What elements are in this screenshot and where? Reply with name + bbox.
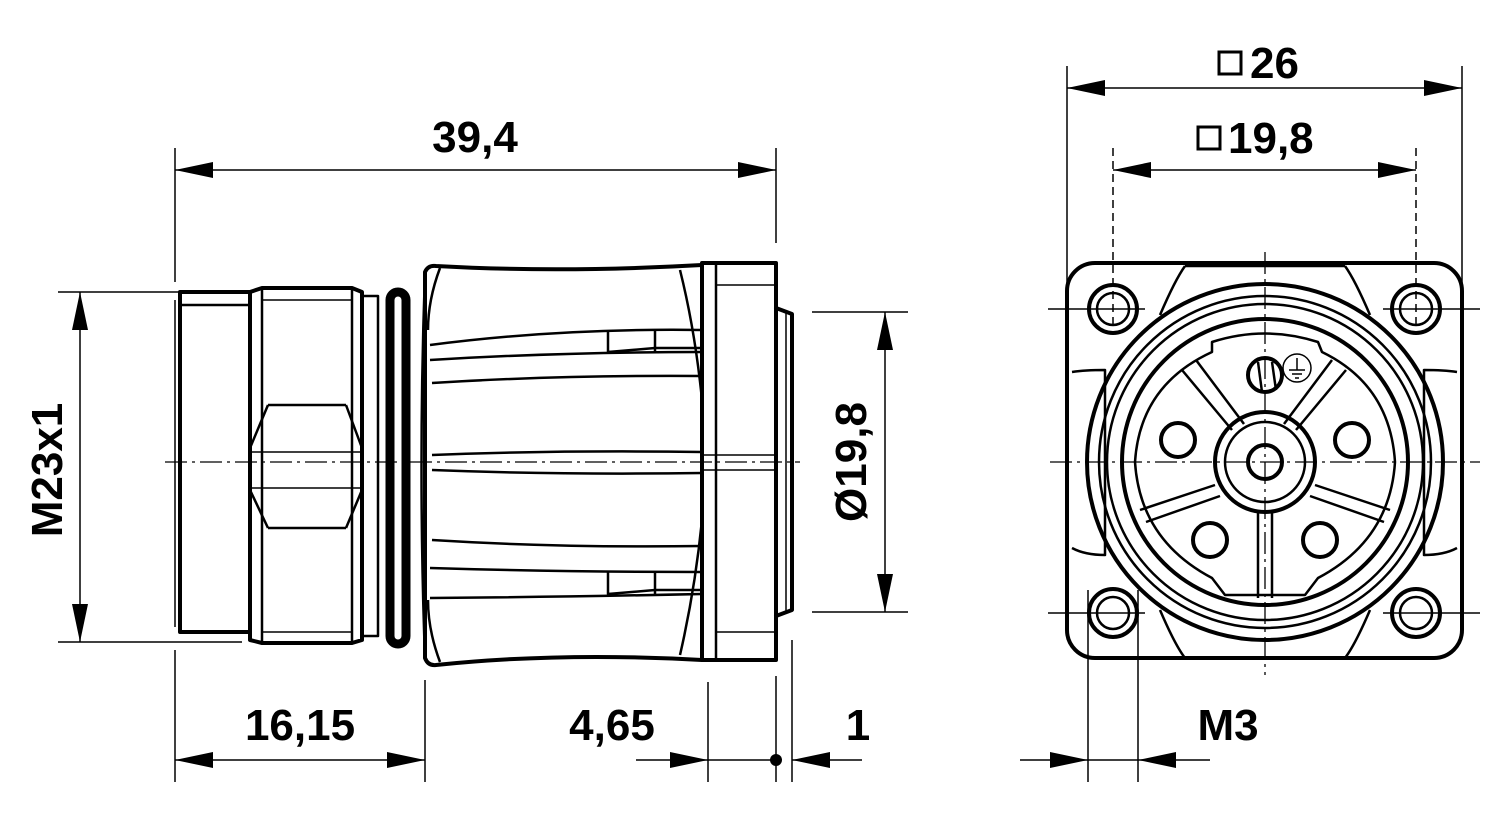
o-ring [385, 287, 411, 649]
dim-flange-thickness-label: 1 [846, 701, 870, 750]
contact-pin-2 [1333, 421, 1371, 459]
dim-flange-offset-label: 4,65 [569, 701, 655, 750]
square-symbol-icon [1217, 50, 1243, 76]
dim-outer-square-label: 26 [1250, 39, 1299, 88]
dim-overall-length: 39,4 [174, 113, 777, 282]
side-view: 39,4 M23x1 Ø19,8 16,15 [23, 113, 908, 782]
dim-thread: M23x1 [23, 291, 242, 643]
dim-diameter: Ø19,8 [812, 311, 908, 613]
dim-flange-thickness: 1 [791, 640, 870, 782]
contact-pin-3 [1191, 521, 1229, 559]
dim-outer-square: 26 [1066, 39, 1463, 286]
rear-flange [700, 261, 794, 662]
contact-pin-1 [1159, 421, 1197, 459]
ground-pin [1246, 356, 1284, 394]
insert-ring [1120, 317, 1410, 607]
dim-diameter-label: Ø19,8 [827, 402, 876, 522]
dim-front-length-label: 16,15 [245, 701, 355, 750]
dim-screw-label: M3 [1197, 701, 1258, 750]
front-view: 26 19,8 M3 [1020, 39, 1480, 782]
dim-front-length: 16,15 [174, 650, 426, 782]
mounting-holes [1048, 283, 1480, 639]
contact-pin-center [1246, 443, 1284, 481]
center-boss [1213, 410, 1317, 514]
ground-icon [1282, 353, 1312, 383]
contact-insert [1133, 332, 1397, 597]
square-symbol-icon [1196, 125, 1222, 151]
hex-nut [248, 286, 364, 645]
dim-flange-offset: 4,65 [569, 676, 782, 782]
dim-thread-label: M23x1 [23, 403, 72, 538]
body-outline [1071, 264, 1458, 660]
contact-pin-4 [1301, 521, 1339, 559]
dim-screw: M3 [1020, 590, 1259, 782]
dim-hole-square-label: 19,8 [1228, 114, 1314, 163]
coupling-body [420, 263, 704, 668]
dim-hole-square: 19,8 [1112, 114, 1417, 330]
insert-segments [1139, 359, 1391, 598]
outer-ring [1085, 282, 1445, 642]
dim-overall-length-label: 39,4 [432, 113, 518, 162]
